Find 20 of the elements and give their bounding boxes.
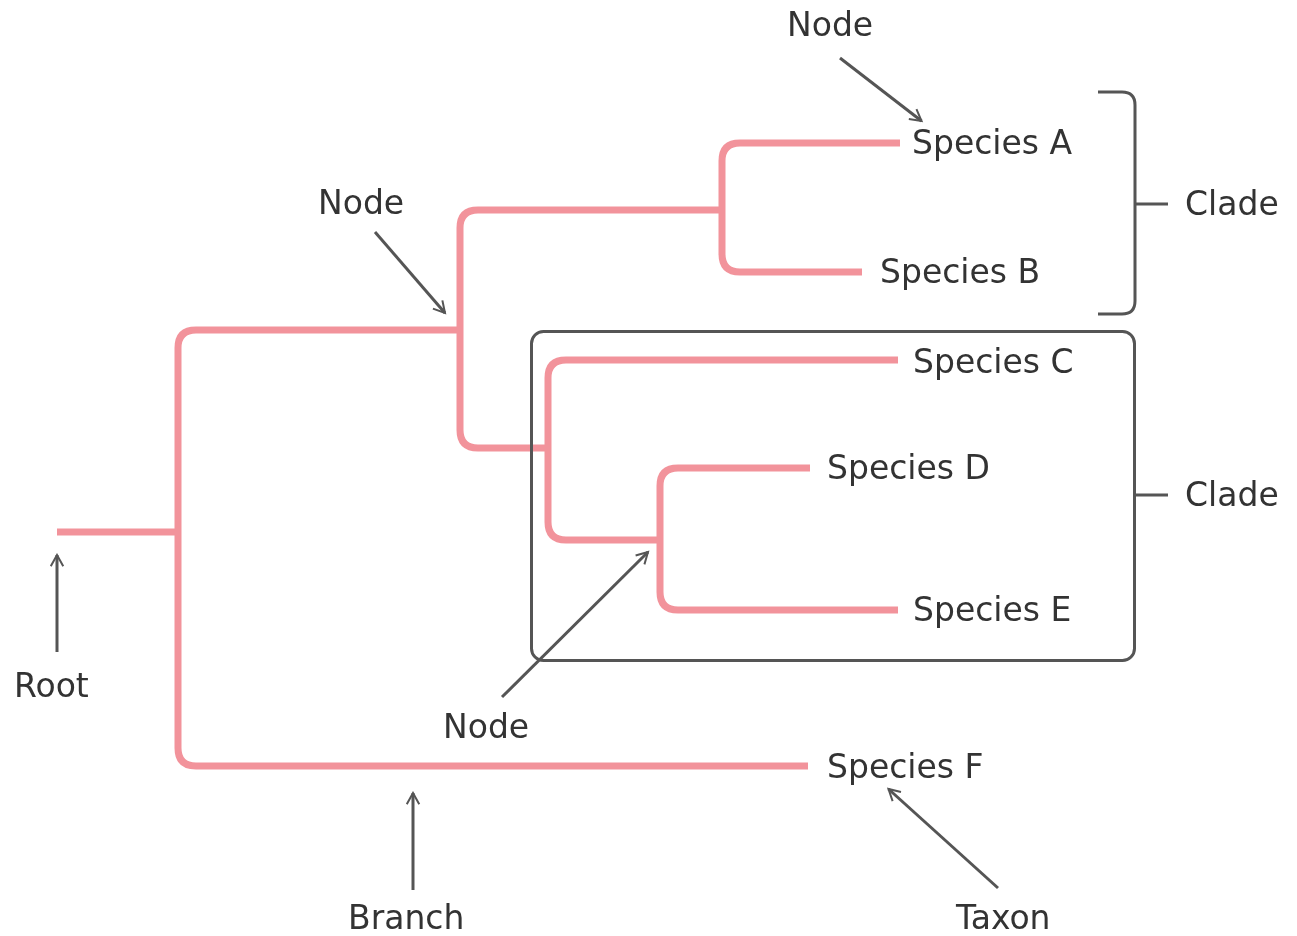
- clade-label: Clade: [1185, 184, 1279, 224]
- species-label: Species F: [827, 747, 984, 787]
- leader-arrow: [49, 554, 65, 652]
- leader-arrow: [839, 56, 923, 123]
- node-label: Node: [318, 183, 405, 223]
- clade-label: Clade: [1185, 475, 1279, 515]
- leader-arrow: [405, 792, 421, 890]
- taxon-label: Taxon: [956, 898, 1051, 936]
- leader-arrow: [500, 550, 650, 699]
- species-label: Species C: [913, 342, 1074, 382]
- species-label: Species E: [913, 590, 1072, 630]
- species-label: Species B: [880, 252, 1041, 292]
- leader-arrow: [373, 231, 447, 314]
- node-label: Node: [787, 5, 874, 45]
- species-label: Species A: [912, 123, 1073, 163]
- root-label: Root: [14, 666, 89, 706]
- branch-label: Branch: [348, 898, 465, 936]
- species-label: Species D: [827, 448, 990, 488]
- leader-arrow: [887, 787, 999, 890]
- node-label: Node: [443, 707, 530, 747]
